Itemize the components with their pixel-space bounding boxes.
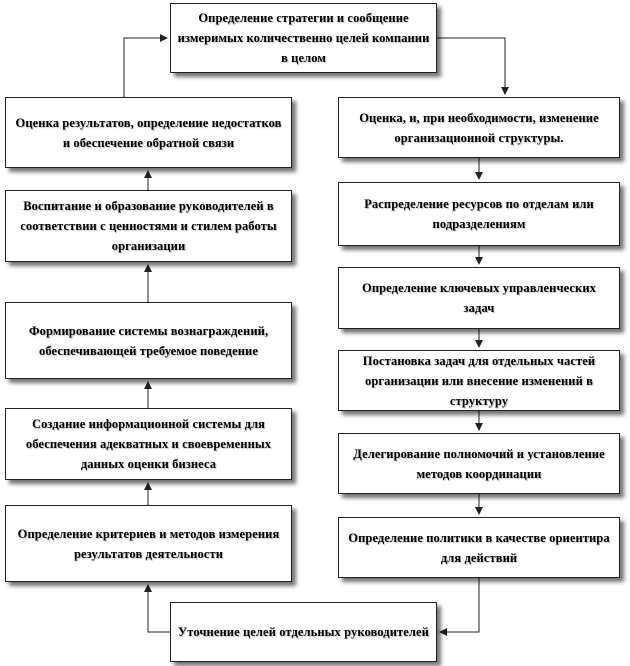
node-policy-definition: Определение политики в качестве ориентир… xyxy=(338,517,620,578)
arrow-l1-to-top xyxy=(123,34,168,97)
node-resource-allocation: Распределение ресурсов по отделам или по… xyxy=(338,182,620,246)
node-reward-system: Формирование системы вознаграждений, обе… xyxy=(5,302,292,379)
node-information-system: Создание информационной системы для обес… xyxy=(5,408,292,480)
node-results-evaluation: Оценка результатов, определение недостат… xyxy=(5,97,292,168)
node-delegation: Делегирование полномочий и установление … xyxy=(338,433,620,494)
node-manager-education: Воспитание и образование руководителей в… xyxy=(5,190,292,262)
node-manager-goals: Уточнение целей отдельных руководителей xyxy=(170,602,437,662)
node-label: Оценка, и, при необходимости, изменение … xyxy=(359,110,599,145)
node-label: Определение критериев и методов измерени… xyxy=(17,526,280,561)
node-task-assignment: Постановка задач для отдельных частей ор… xyxy=(338,350,620,411)
node-performance-criteria: Определение критериев и методов измерени… xyxy=(5,505,292,582)
node-company-strategy: Определение стратегии и сообщение измери… xyxy=(170,3,437,73)
node-label: Оценка результатов, определение недостат… xyxy=(15,115,282,150)
node-key-management-tasks: Определение ключевых управленческих зада… xyxy=(338,267,620,329)
arrow-top-to-r1 xyxy=(437,37,509,95)
arrow-bottom-to-l5 xyxy=(144,584,170,633)
node-label: Определение политики в качестве ориентир… xyxy=(348,530,610,565)
node-label: Делегирование полномочий и установление … xyxy=(353,446,605,481)
node-label: Уточнение целей отдельных руководителей xyxy=(178,625,429,639)
node-label: Постановка задач для отдельных частей ор… xyxy=(362,353,596,408)
node-org-structure-assessment: Оценка, и, при необходимости, изменение … xyxy=(338,97,620,158)
node-label: Формирование системы вознаграждений, обе… xyxy=(28,323,269,358)
node-label: Распределение ресурсов по отделам или по… xyxy=(364,197,594,231)
node-label: Воспитание и образование руководителей в… xyxy=(20,199,277,253)
node-label: Создание информационной системы для обес… xyxy=(25,417,272,471)
arrow-r6-to-bottom xyxy=(439,578,480,636)
node-label: Определение ключевых управленческих зада… xyxy=(362,281,596,315)
node-label: Определение стратегии и сообщение измери… xyxy=(177,11,430,65)
